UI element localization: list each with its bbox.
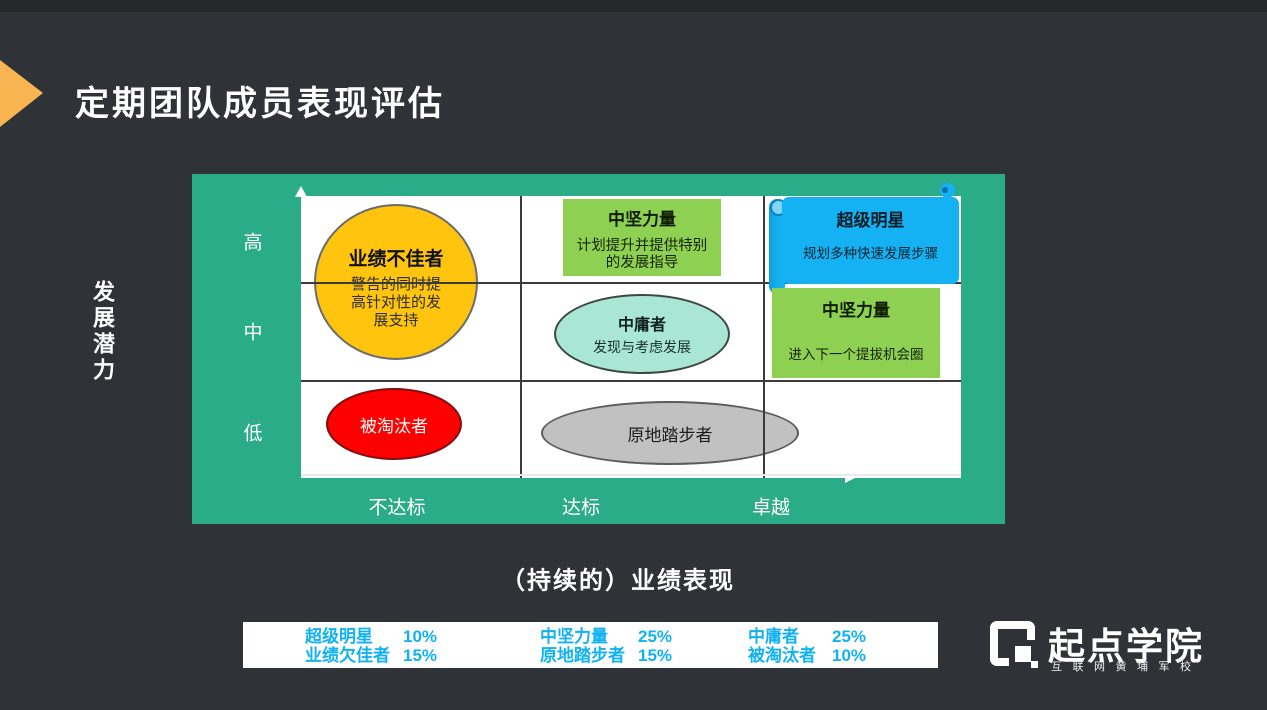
grid-line-vertical-1 bbox=[520, 196, 522, 478]
stats-group-3: 中庸者 25% 被淘汰者 10% bbox=[748, 627, 866, 665]
accent-arrow-shape bbox=[0, 60, 43, 127]
cell-backbone-right: 中坚力量 进入下一个提拔机会圈 bbox=[772, 288, 940, 378]
stat-label: 原地踏步者 bbox=[540, 646, 625, 665]
stat-value: 25% bbox=[638, 627, 673, 646]
y-tick-high: 高 bbox=[243, 232, 263, 254]
plot-area: 业绩不佳者 警告的同时提高针对性的发展支持 原地踏步者 中坚力量 计划提升并提供… bbox=[301, 183, 961, 478]
stat-value: 15% bbox=[403, 646, 438, 665]
cell-superstar: 超级明星 规划多种快速发展步骤 bbox=[782, 197, 959, 284]
cell-backbone-right-title: 中坚力量 bbox=[822, 301, 890, 320]
grid-line-horizontal-2 bbox=[301, 380, 961, 382]
stat-label: 超级明星 bbox=[305, 627, 373, 646]
stat-label: 中坚力量 bbox=[540, 627, 608, 646]
stats-group-1: 超级明星 10% 业绩欠佳者 15% bbox=[305, 627, 437, 665]
x-axis-title: （持续的）业绩表现 bbox=[501, 567, 735, 595]
stat-label: 业绩欠佳者 bbox=[305, 646, 390, 665]
cell-superstar-title: 超级明星 bbox=[836, 211, 905, 230]
stat-label: 中庸者 bbox=[748, 627, 799, 646]
cell-average-desc: 发现与考虑发展 bbox=[593, 339, 691, 355]
cell-stagnant-title: 原地踏步者 bbox=[627, 425, 713, 445]
stat-value: 10% bbox=[403, 627, 438, 646]
cell-eliminated-title: 被淘汰者 bbox=[360, 416, 428, 436]
logo-dot bbox=[1031, 661, 1038, 668]
y-axis-title: 发展潜力 bbox=[90, 280, 115, 384]
x-tick-excellent: 卓越 bbox=[751, 497, 791, 519]
stat-label: 被淘汰者 bbox=[748, 646, 816, 665]
cell-average: 中庸者 发现与考虑发展 bbox=[554, 294, 730, 374]
grid-line-horizontal-1 bbox=[301, 282, 961, 284]
slide-title: 定期团队成员表现评估 bbox=[75, 85, 445, 123]
cell-backbone-top: 中坚力量 计划提升并提供特别的发展指导 bbox=[563, 199, 721, 276]
logo-brand-text: 起点学院 bbox=[1048, 626, 1204, 667]
x-tick-below-standard: 不达标 bbox=[368, 497, 426, 519]
y-tick-mid: 中 bbox=[243, 322, 263, 344]
cell-stagnant: 原地踏步者 bbox=[541, 401, 799, 465]
cell-average-title: 中庸者 bbox=[617, 317, 666, 334]
stat-value: 25% bbox=[832, 627, 867, 646]
cell-backbone-top-title: 中坚力量 bbox=[608, 210, 676, 229]
grid-line-vertical-2 bbox=[763, 196, 765, 478]
x-tick-meets-standard: 达标 bbox=[561, 497, 601, 519]
stat-value: 10% bbox=[832, 646, 867, 665]
cell-backbone-top-desc: 计划提升并提供特别的发展指导 bbox=[576, 238, 708, 272]
logo-inner-square bbox=[1015, 646, 1031, 662]
cell-underperformer-title: 业绩不佳者 bbox=[348, 248, 444, 270]
y-axis-arrow-icon bbox=[295, 186, 307, 197]
cell-eliminated: 被淘汰者 bbox=[326, 388, 462, 460]
stats-group-2: 中坚力量 25% 原地踏步者 15% bbox=[540, 627, 672, 665]
qidian-logo-icon bbox=[990, 621, 1038, 668]
cell-underperformer-desc: 警告的同时提高针对性的发展支持 bbox=[350, 275, 441, 330]
y-tick-low: 低 bbox=[243, 423, 263, 445]
stats-bar: 超级明星 10% 业绩欠佳者 15% 中坚力量 25% 原地踏步者 15% 中庸… bbox=[243, 622, 938, 668]
logo-tagline-text: 互联网黄埔军校 bbox=[1051, 661, 1202, 673]
scroll-corner-curl-icon bbox=[940, 183, 955, 198]
stat-value: 15% bbox=[638, 646, 673, 665]
x-axis-line bbox=[301, 474, 961, 476]
cell-superstar-desc: 规划多种快速发展步骤 bbox=[803, 246, 938, 261]
matrix-panel: 业绩不佳者 警告的同时提高针对性的发展支持 原地踏步者 中坚力量 计划提升并提供… bbox=[192, 174, 1005, 524]
top-edge-shade bbox=[0, 0, 1267, 12]
x-axis-arrow-icon bbox=[845, 471, 857, 483]
cell-backbone-right-desc: 进入下一个提拔机会圈 bbox=[788, 347, 924, 362]
